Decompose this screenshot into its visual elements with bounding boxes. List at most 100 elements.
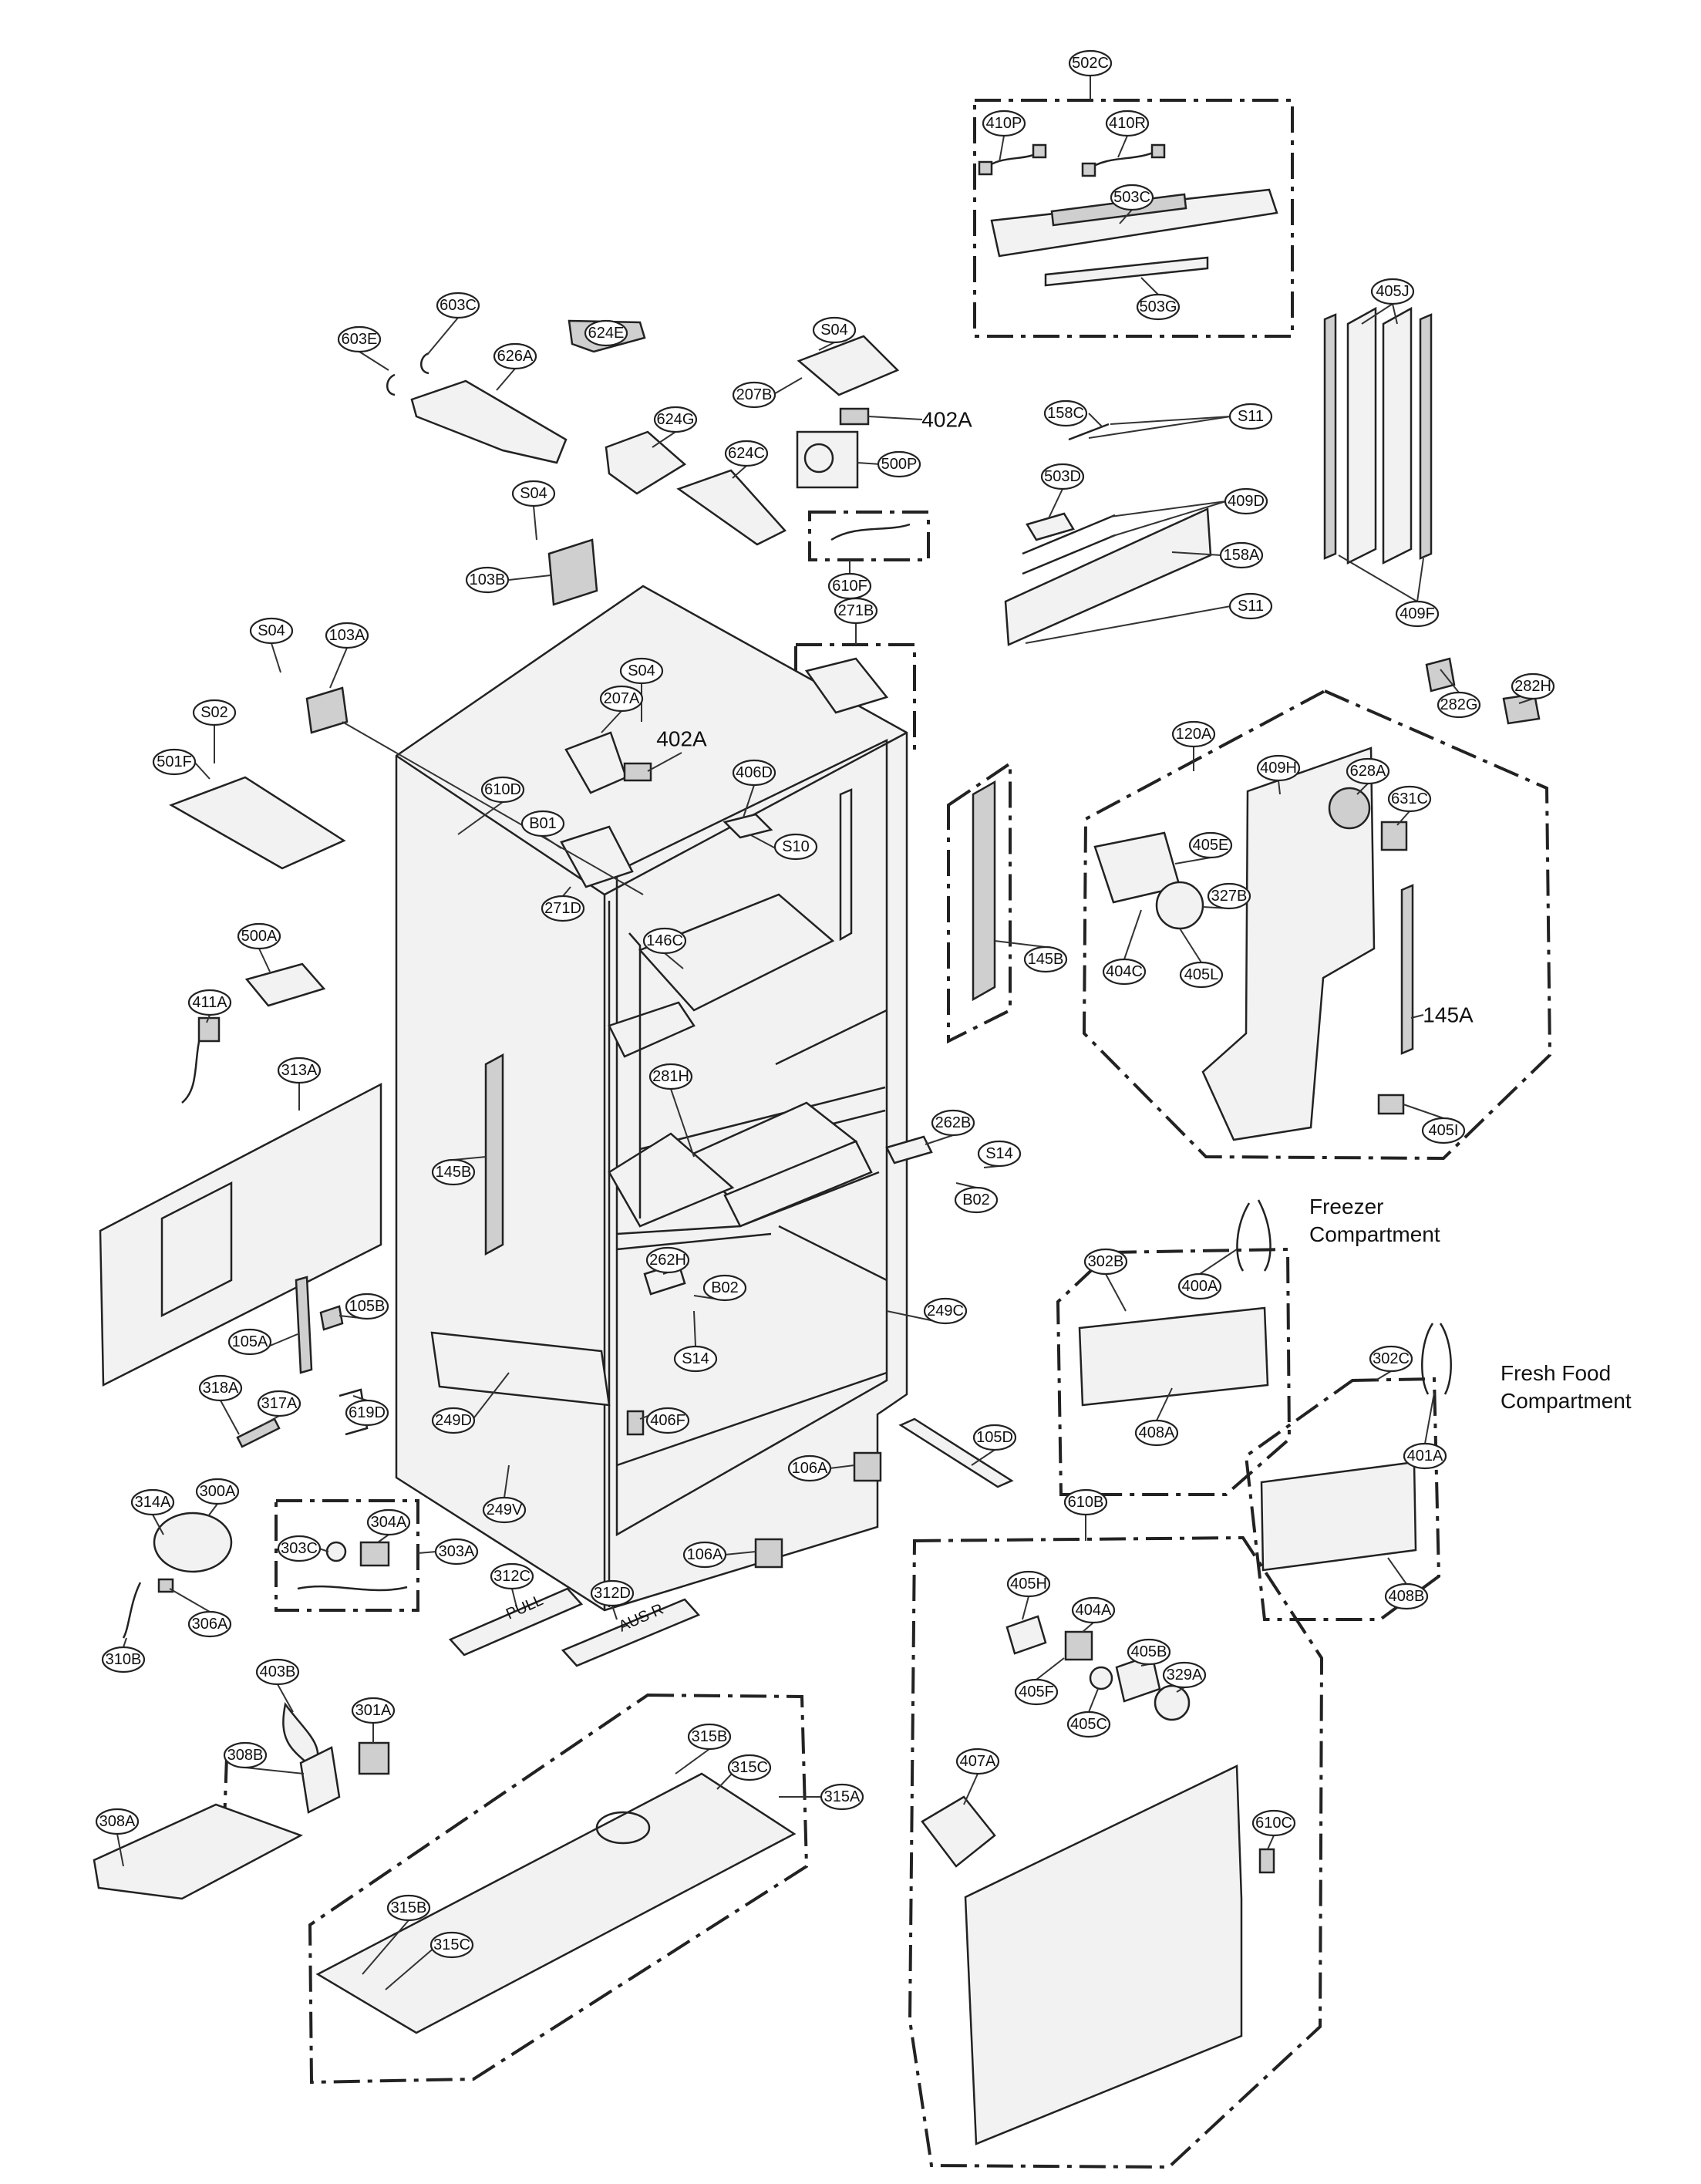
part-105a-tube — [295, 1276, 313, 1374]
callout-302c: 302C — [1369, 1345, 1413, 1373]
callout-label: 158A — [1224, 547, 1260, 564]
callout-label: 327B — [1211, 888, 1248, 905]
callout-282h: 282H — [1511, 672, 1555, 700]
callout-oval — [1188, 831, 1233, 859]
callout-oval — [931, 1109, 975, 1137]
part-409d-rod-b — [1022, 534, 1116, 575]
part-317a — [236, 1417, 281, 1448]
callout-label: 502C — [1072, 55, 1109, 72]
callout-label: 312D — [594, 1585, 631, 1602]
callout-271b: 271B — [834, 597, 878, 625]
callout-103a: 103A — [325, 622, 369, 649]
callout-oval — [954, 1186, 999, 1214]
callout-oval — [351, 1697, 396, 1724]
callout-262b: 262B — [931, 1109, 975, 1137]
part-304a-relay — [359, 1541, 390, 1567]
callout-oval — [584, 319, 628, 347]
callout-oval — [1228, 403, 1273, 430]
callout-label: 626A — [497, 348, 534, 365]
callout-label: 207A — [604, 690, 640, 707]
callout-207b: 207B — [732, 381, 776, 409]
group-610f-outline — [808, 511, 930, 561]
callout-626a: 626A — [493, 342, 537, 370]
callout-oval — [599, 685, 644, 713]
callout-158c: 158C — [1043, 399, 1088, 427]
part-610f-harness — [830, 523, 911, 541]
callout-oval — [982, 110, 1026, 137]
callout-302b: 302B — [1083, 1248, 1128, 1276]
callout-label: 406D — [736, 764, 773, 781]
part-262b-bracket — [885, 1135, 933, 1164]
part-105b — [319, 1305, 344, 1331]
callout-s11: S11 — [1228, 403, 1273, 430]
callout-label: 503D — [1044, 468, 1081, 485]
callout-oval — [465, 566, 510, 594]
part-500p-board — [796, 430, 859, 489]
callout-label: 407A — [960, 1753, 996, 1770]
callout-oval — [648, 1063, 693, 1090]
callout-b01: B01 — [520, 810, 565, 838]
callout-oval — [687, 1723, 732, 1751]
callout-oval — [429, 1931, 474, 1959]
callout-314a: 314A — [130, 1488, 175, 1516]
callout-label: 404A — [1076, 1602, 1112, 1619]
callout-label: 404C — [1106, 963, 1143, 980]
callout-404c: 404C — [1102, 958, 1147, 986]
callout-oval — [1040, 463, 1085, 490]
callout-oval — [724, 440, 769, 467]
part-312c-bin — [448, 1587, 584, 1657]
part-315a-base — [315, 1772, 797, 2034]
callout-oval — [1369, 1345, 1413, 1373]
group-145b-right-outline — [947, 760, 1012, 1044]
part-308b-shroud — [299, 1746, 341, 1814]
callout-label: S10 — [782, 838, 810, 855]
callout-oval — [480, 776, 525, 804]
callout-300a: 300A — [195, 1478, 240, 1505]
callout-oval — [1179, 961, 1224, 989]
callout-label: 406F — [650, 1412, 685, 1429]
callout-oval — [1346, 757, 1390, 785]
callout-402a: 402A — [921, 408, 972, 432]
callout-label: 405I — [1429, 1122, 1459, 1139]
callout-b02: B02 — [702, 1274, 747, 1302]
callout-label: 313A — [281, 1062, 318, 1079]
part-105d-strip — [898, 1417, 1014, 1488]
callout-label: 303A — [439, 1543, 475, 1560]
group-120a-outline — [1082, 689, 1552, 1161]
part-409f-right — [1419, 313, 1433, 560]
freezer-label-line2: Compartment — [1309, 1222, 1440, 1246]
callout-label: 310B — [106, 1651, 142, 1668]
callout-603e: 603E — [337, 325, 382, 353]
callout-503g: 503G — [1136, 293, 1181, 321]
callout-410r: 410R — [1105, 110, 1150, 137]
callout-619d: 619D — [345, 1399, 389, 1427]
callout-oval — [345, 1399, 389, 1427]
group-303a-outline — [275, 1499, 419, 1612]
callout-145b: 145B — [431, 1158, 476, 1186]
callout-label: 302B — [1088, 1253, 1124, 1270]
callout-oval — [1511, 672, 1555, 700]
callout-label: 308B — [227, 1747, 264, 1764]
cabinet-body — [395, 585, 908, 1612]
part-406f — [626, 1410, 645, 1436]
callout-label: 207B — [736, 386, 773, 403]
callout-oval — [337, 325, 382, 353]
callout-label: 315B — [692, 1728, 728, 1745]
callout-label: 410P — [986, 115, 1022, 132]
callout-282g: 282G — [1437, 691, 1481, 719]
callout-label: 500P — [881, 456, 918, 473]
part-603c-clip — [420, 352, 429, 375]
callout-oval — [1083, 1248, 1128, 1276]
callout-label: 145B — [1028, 951, 1064, 968]
callout-405f: 405F — [1014, 1678, 1059, 1706]
callout-oval — [345, 1293, 389, 1320]
callout-oval — [187, 989, 232, 1016]
callout-label: 409D — [1228, 493, 1265, 510]
callout-oval — [727, 1754, 772, 1781]
callout-315a: 315A — [820, 1783, 864, 1811]
callout-oval — [682, 1541, 727, 1569]
callout-oval — [1006, 1570, 1051, 1598]
callout-oval — [237, 922, 281, 950]
callout-249c: 249C — [923, 1297, 968, 1325]
